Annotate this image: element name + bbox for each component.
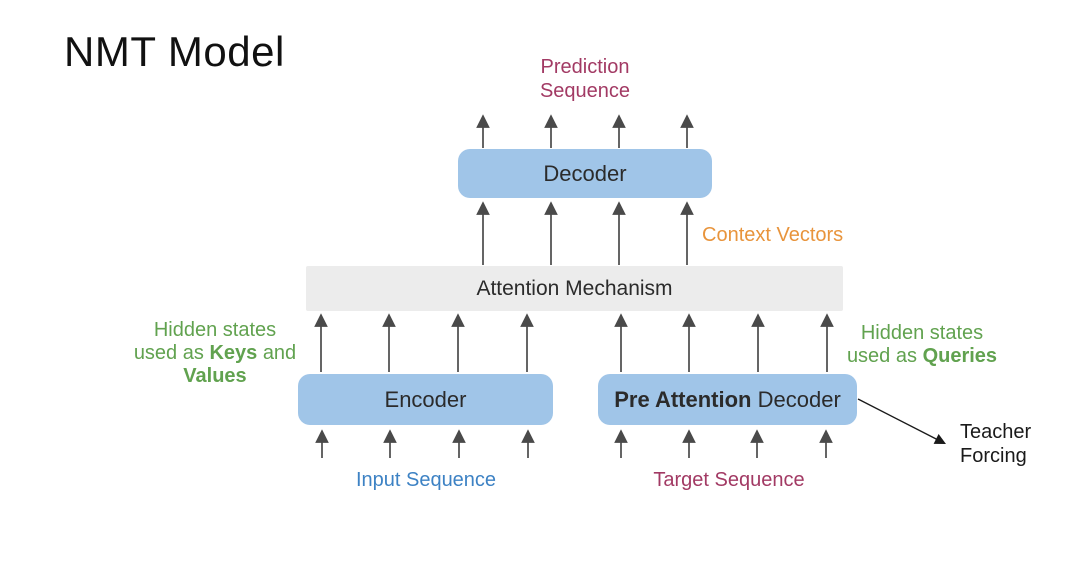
teacher-forcing-label: Teacher Forcing	[960, 420, 1070, 468]
encoder-box-label: Encoder	[384, 386, 467, 412]
pre-attention-decoder-box: Pre Attention Decoder	[598, 374, 857, 425]
queries-note: Hidden states used as Queries	[822, 322, 1022, 368]
teacher-forcing-line2: Forcing	[960, 445, 1027, 467]
queries-note-line1: Hidden states	[860, 322, 984, 344]
decoder-box: Decoder	[458, 149, 712, 198]
arrows-target-to-preattn-decoder	[614, 429, 833, 458]
prediction-sequence-label: Prediction Sequence	[485, 55, 685, 103]
keys-values-note-line1: Hidden states	[153, 319, 277, 341]
arrows-preattn-decoder-to-attention	[614, 313, 834, 372]
pre-attention-decoder-label: Pre Attention Decoder	[614, 386, 841, 412]
keys-values-note: Hidden states used as Keys and Values	[105, 319, 325, 388]
target-sequence-label: Target Sequence	[653, 469, 805, 491]
attention-mechanism-label: Attention Mechanism	[476, 276, 673, 300]
queries-note-line2: used as Queries	[846, 345, 998, 367]
keys-values-note-line2: used as Keys and	[133, 342, 297, 364]
input-sequence-label: Input Sequence	[355, 469, 497, 491]
decoder-box-label: Decoder	[543, 160, 627, 186]
diagram-title: NMT Model	[64, 28, 285, 75]
arrows-attention-to-decoder	[476, 201, 694, 265]
encoder-box: Encoder	[298, 374, 553, 425]
arrow-teacher-forcing	[857, 398, 946, 445]
keys-values-note-line3: Values	[183, 365, 247, 387]
arrows-encoder-to-attention	[314, 313, 534, 372]
attention-mechanism-box: Attention Mechanism	[306, 266, 843, 311]
teacher-forcing-line1: Teacher	[960, 421, 1032, 443]
prediction-sequence-line2: Sequence	[539, 80, 631, 102]
prediction-sequence-line1: Prediction	[540, 56, 630, 78]
arrows-decoder-to-prediction	[476, 114, 694, 148]
arrows-input-to-encoder	[315, 429, 535, 458]
context-vectors-label: Context Vectors	[702, 224, 844, 246]
